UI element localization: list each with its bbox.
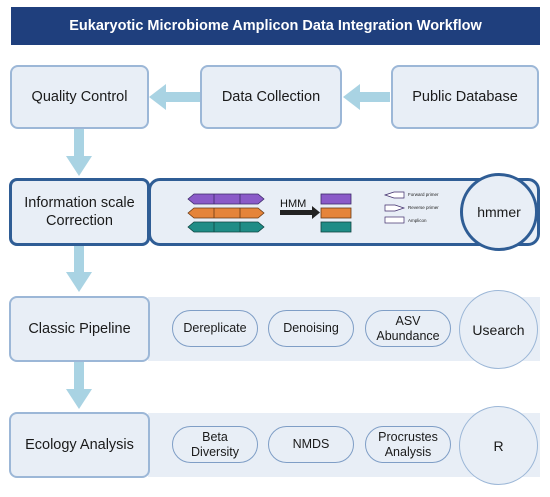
amplicon-teal <box>320 221 352 233</box>
denoising-label: Denoising <box>283 321 339 335</box>
public-database-box: Public Database <box>391 65 539 129</box>
legend-reverse-primer: Reverse primer <box>408 205 439 210</box>
classic-pipeline-label: Classic Pipeline <box>28 321 131 337</box>
hmmer-tool-circle: hmmer <box>460 173 538 251</box>
workflow-title: Eukaryotic Microbiome Amplicon Data Inte… <box>11 7 540 45</box>
data-collection-label: Data Collection <box>221 89 321 105</box>
usearch-tool-circle: Usearch <box>459 290 538 369</box>
quality-control-box: Quality Control <box>10 65 149 129</box>
r-label: R <box>493 437 504 454</box>
asv-label-line1: ASV <box>395 313 421 328</box>
primer-trimming-illustration <box>187 191 406 233</box>
usearch-label: Usearch <box>472 321 525 338</box>
amplicon-legend-icon <box>384 216 405 224</box>
asv-abundance-pill: ASV Abundance <box>365 310 451 347</box>
nmds-pill: NMDS <box>268 426 354 463</box>
classic-pipeline-box: Classic Pipeline <box>9 296 150 362</box>
asv-label-line2: Abundance <box>376 328 440 343</box>
quality-control-label: Quality Control <box>31 89 128 105</box>
reverse-primer-icon <box>384 204 406 212</box>
arrow-correction-to-pipeline <box>66 245 92 292</box>
arrow-collection-to-qc <box>149 84 200 110</box>
arrow-public-to-collection <box>343 84 390 110</box>
nmds-label: NMDS <box>292 437 330 451</box>
read-teal <box>187 221 265 233</box>
procrustes-label-line1: Procrustes <box>378 429 438 444</box>
legend-amplicon: Amplicon <box>408 218 427 223</box>
read-orange <box>187 207 265 219</box>
correction-box: Information scale Correction <box>9 178 150 246</box>
hmm-arrow <box>280 206 320 219</box>
beta-label-line1: Beta <box>202 429 228 444</box>
hmm-label: HMM <box>280 198 307 210</box>
dereplicate-label: Dereplicate <box>183 321 247 335</box>
read-purple <box>187 193 265 205</box>
arrow-pipeline-to-ecology <box>66 362 92 409</box>
procrustes-pill: Procrustes Analysis <box>365 426 451 463</box>
forward-primer-icon <box>383 191 405 199</box>
procrustes-label-line2: Analysis <box>384 444 432 459</box>
correction-label-line2: Correction <box>46 213 113 229</box>
amplicon-orange <box>320 207 352 219</box>
dereplicate-pill: Dereplicate <box>172 310 258 347</box>
denoising-pill: Denoising <box>268 310 354 347</box>
ecology-analysis-box: Ecology Analysis <box>9 412 150 478</box>
r-tool-circle: R <box>459 406 538 485</box>
public-database-label: Public Database <box>412 89 518 105</box>
amplicon-purple <box>320 193 352 205</box>
hmmer-label: hmmer <box>477 204 521 220</box>
beta-diversity-pill: Beta Diversity <box>172 426 258 463</box>
arrow-qc-to-correction <box>66 129 92 176</box>
data-collection-box: Data Collection <box>200 65 342 129</box>
ecology-analysis-label: Ecology Analysis <box>25 437 134 453</box>
correction-label-line1: Information scale <box>24 194 135 211</box>
beta-label-line2: Diversity <box>191 444 239 459</box>
legend-forward-primer: Forward primer <box>408 192 439 197</box>
